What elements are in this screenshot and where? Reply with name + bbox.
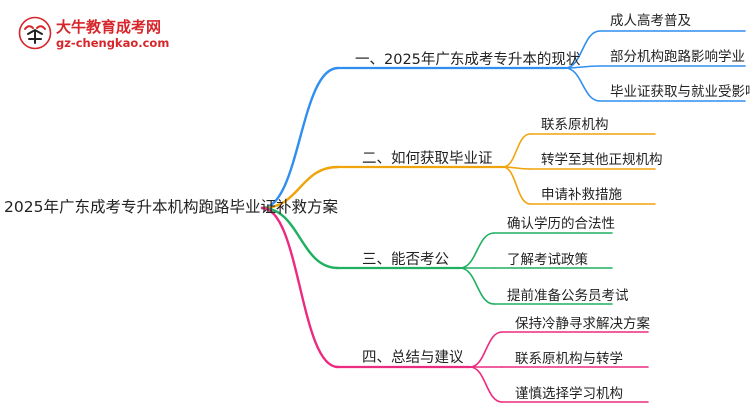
branch-4-leaf-3-connector: [469, 366, 503, 403]
root-topic: 2025年广东成考专升本机构跑路毕业证补救方案: [4, 198, 338, 216]
branch-3-connector: [260, 206, 340, 270]
branch-1-leaf-3: 毕业证获取与就业受影响: [610, 84, 750, 100]
branch-2-label: 二、如何获取毕业证: [362, 151, 493, 167]
branch-2-leaf-2: 转学至其他正规机构: [541, 152, 663, 168]
branch-4-leaf-3: 谨慎选择学习机构: [515, 386, 623, 402]
branch-3-leaf-1: 确认学历的合法性: [507, 216, 615, 232]
branch-3-leaf-1-connector: [459, 232, 495, 269]
branch-1-leaf-1-connector: [564, 30, 601, 69]
branch-1-leaf-3-connector: [564, 67, 601, 102]
branch-2-connector: [260, 165, 340, 210]
logo-title: 大牛教育成考网: [56, 18, 162, 36]
branch-1-leaf-1: 成人高考普及: [610, 13, 691, 29]
branch-2-leaf-1-connector: [502, 133, 531, 168]
branch-1-label: 一、2025年广东成考专升本的现状: [355, 52, 581, 68]
branch-3-leaf-2: 了解考试政策: [507, 252, 588, 268]
branch-4-leaf-2: 联系原机构与转学: [515, 351, 623, 367]
branch-4-connector: [260, 206, 340, 369]
site-logo[interactable]: 大牛教育成考网 gz-chengkao.com: [18, 14, 170, 58]
branch-1-leaf-2: 部分机构跑路影响学业: [610, 49, 745, 65]
branch-4-label: 四、总结与建议: [362, 350, 464, 366]
branch-1-connector: [260, 66, 340, 210]
branch-3-leaf-3: 提前准备公务员考试: [507, 288, 629, 304]
branch-4-leaf-1-connector: [469, 331, 503, 368]
branch-3-label: 三、能否考公: [362, 252, 449, 268]
logo-url: gz-chengkao.com: [56, 36, 170, 50]
bull-logo-icon: [18, 16, 52, 50]
branch-2-leaf-1: 联系原机构: [541, 117, 609, 133]
branch-3-leaf-3-connector: [459, 267, 495, 305]
branch-2-leaf-3-connector: [502, 166, 531, 205]
branch-4-leaf-1: 保持冷静寻求解决方案: [515, 316, 650, 332]
branch-2-leaf-3: 申请补救措施: [541, 187, 622, 203]
